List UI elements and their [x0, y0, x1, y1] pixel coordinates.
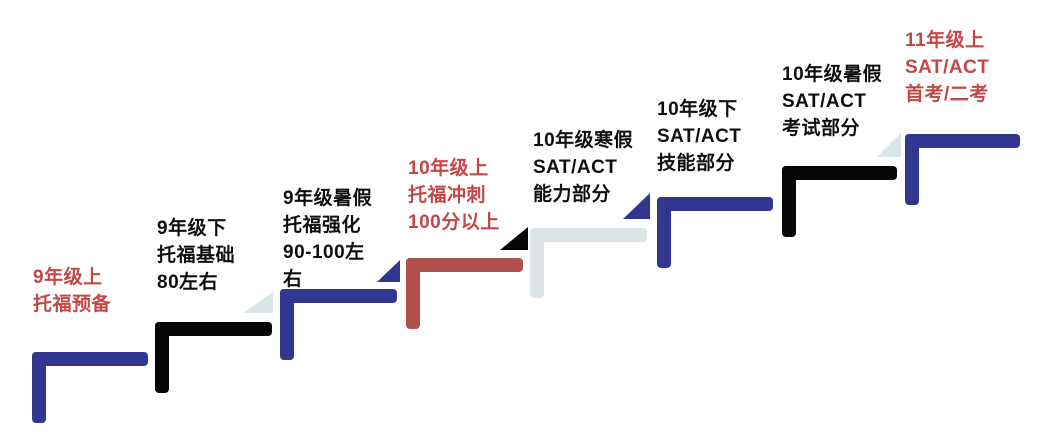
step-bar-vertical [782, 166, 796, 237]
step-bar-vertical [32, 352, 46, 423]
step-label: 11年级上 SAT/ACT 首考/二考 [905, 30, 990, 105]
step-label: 9年级暑假 托福强化 90-100左 右 [283, 188, 373, 290]
step-label: 9年级上 托福预备 [33, 267, 112, 315]
step-label: 10年级上 托福冲刺 100分以上 [408, 158, 500, 233]
step-bar-horizontal [782, 166, 897, 180]
step-bar-vertical [280, 289, 294, 360]
triangle-marker [243, 292, 273, 313]
step-label: 10年级下 SAT/ACT 技能部分 [657, 99, 742, 174]
step-bar-horizontal [32, 352, 148, 366]
step-bar-horizontal [280, 289, 397, 303]
step-bar-vertical [657, 197, 671, 268]
step-bar-vertical [406, 258, 420, 329]
step-bar-horizontal [155, 322, 272, 336]
step-label: 10年级暑假 SAT/ACT 考试部分 [782, 64, 883, 139]
step-bar-vertical [530, 228, 544, 298]
step-bar-horizontal [530, 228, 647, 242]
step-bar-horizontal [406, 258, 523, 272]
step-bar-horizontal [657, 197, 773, 211]
triangle-marker [377, 260, 400, 282]
triangle-marker [500, 227, 528, 250]
step-label: 10年级寒假 SAT/ACT 能力部分 [533, 130, 634, 205]
step-bar-horizontal [905, 134, 1020, 148]
step-bar-vertical [905, 134, 919, 205]
step-bar-vertical [155, 322, 169, 393]
step-label: 9年级下 托福基础 80左右 [157, 218, 236, 293]
